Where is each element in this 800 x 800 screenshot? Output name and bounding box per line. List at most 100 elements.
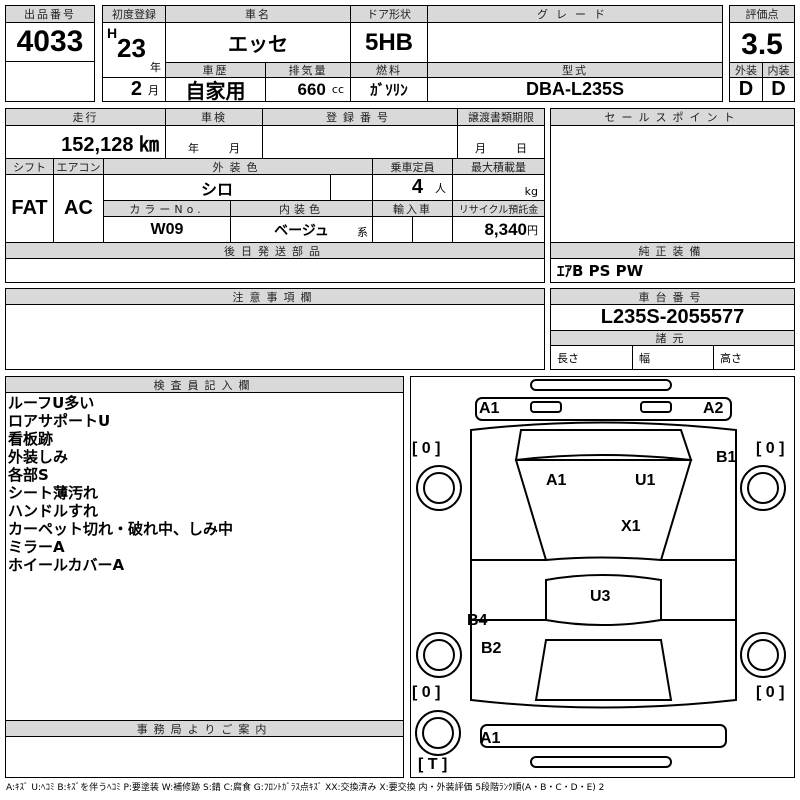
int-color-label: 内装色 xyxy=(230,200,373,217)
transfer-month-unit: 月 xyxy=(475,142,486,155)
inspector-label: 検査員記入欄 xyxy=(5,376,404,393)
car-outline xyxy=(415,379,786,768)
grade-value xyxy=(427,22,723,63)
int-score: D xyxy=(762,77,795,102)
length: 長さ xyxy=(550,345,633,370)
int-color-unit: 系 xyxy=(357,226,368,239)
car-name-label: 車名 xyxy=(165,5,351,23)
equipment-value: ｴｱB PS PW xyxy=(550,258,795,283)
ext-color-extra xyxy=(330,174,373,201)
door-type: 5HB xyxy=(350,22,428,63)
score-value: 3.5 xyxy=(729,22,795,63)
mark-tire-fl: [ 0 ] xyxy=(412,440,441,457)
ext-color-label: 外装色 xyxy=(103,158,373,175)
max-load-label: 最大積載量 xyxy=(452,158,545,175)
note-line: 看板跡 xyxy=(8,430,54,448)
fuel-value: ｶﾞｿﾘﾝ xyxy=(350,77,428,102)
inspection-value: 年月 xyxy=(165,125,263,159)
caution-label: 注意事項欄 xyxy=(5,288,545,305)
office-body xyxy=(5,736,404,778)
lot-number: 4033 xyxy=(5,22,95,62)
mark-rear-bumper: A1 xyxy=(480,730,501,747)
inspection-label: 車検 xyxy=(165,108,263,126)
year-unit: 年 xyxy=(150,61,161,74)
note-line: カーペット切れ・破れ中、しみ中 xyxy=(8,520,234,538)
first-reg-label: 初度登録 xyxy=(102,5,166,23)
chassis-label: 車台番号 xyxy=(550,288,795,305)
ext-score-label: 外装 xyxy=(729,62,763,78)
import-cell-1 xyxy=(372,216,413,243)
sales-point-label: セールスポイント xyxy=(550,108,795,126)
color-no-label: カラーNo. xyxy=(103,200,231,217)
spec-label: 諸元 xyxy=(550,330,795,346)
ext-color-value: シロ xyxy=(103,174,331,201)
capacity-value: 4 xyxy=(411,176,423,198)
history-value: 自家用 xyxy=(165,77,266,103)
damage-diagram xyxy=(410,376,795,778)
model-value: DBA-L235S xyxy=(427,77,723,102)
note-line: 外装しみ xyxy=(8,448,69,466)
inspector-notes: ルーフU多い ロアサポートU 看板跡 外装しみ 各部S シート薄汚れ ハンドルす… xyxy=(8,394,233,574)
mark-front-bumper: A1 xyxy=(479,400,500,417)
capacity-label: 乗車定員 xyxy=(372,158,453,175)
inspection-year-unit: 年 xyxy=(188,142,199,155)
caution-body xyxy=(5,304,545,370)
int-color-cell: ベージュ 系 xyxy=(230,216,373,243)
car-name: エッセ xyxy=(165,22,351,63)
mileage-label: 走行 xyxy=(5,108,166,126)
displacement-value: 660 xyxy=(297,79,326,99)
mark-left-rear-door: B4 xyxy=(467,612,488,629)
mark-hood-right: U1 xyxy=(635,472,656,489)
later-parts-label: 後日発送部品 xyxy=(5,242,545,259)
color-no-value: W09 xyxy=(103,216,231,243)
lot-label: 出品番号 xyxy=(5,5,95,23)
mileage-value: 152,128 ㎞ xyxy=(5,125,166,159)
mark-left-quarter: B2 xyxy=(481,640,502,657)
note-line: ロアサポートU xyxy=(8,412,111,430)
month-unit: 月 xyxy=(148,83,159,97)
shift-label: シフト xyxy=(5,158,54,175)
note-line: ハンドルすれ xyxy=(8,502,99,520)
displacement-label: 排気量 xyxy=(265,62,351,78)
legend: A:ｷｽﾞ U:ﾍｺﾐ B:ｷｽﾞを伴うﾍｺﾐ P:要塗装 W:補修跡 S:錆 … xyxy=(6,783,605,793)
fuel-label: 燃料 xyxy=(350,62,428,78)
mark-right-fender: B1 xyxy=(716,449,737,466)
displacement-cell: 660 cc xyxy=(265,77,351,102)
shift-value: FAT xyxy=(5,174,54,243)
office-label: 事務局よりご案内 xyxy=(5,720,404,737)
reg-year: 23 xyxy=(117,33,146,63)
ac-value: AC xyxy=(53,174,104,243)
note-line: シート薄汚れ xyxy=(8,484,99,502)
equipment-label: 純正装備 xyxy=(550,242,795,259)
inspection-month-unit: 月 xyxy=(229,142,240,155)
mark-hood-left: A1 xyxy=(546,472,567,489)
int-color-value: ベージュ xyxy=(274,222,329,239)
mark-roof: U3 xyxy=(590,588,611,605)
mark-spare-tire: [ T ] xyxy=(418,756,448,773)
import-label: 輸入車 xyxy=(372,200,453,217)
later-parts-value xyxy=(5,258,545,283)
recycle-label: リサイクル預託金 xyxy=(452,200,545,217)
lot-blank xyxy=(5,61,95,102)
ext-score: D xyxy=(729,77,763,102)
yen-unit: 円 xyxy=(527,223,538,237)
inspector-body xyxy=(5,392,404,721)
transfer-label: 譲渡書類期限 xyxy=(457,108,545,126)
capacity-unit: 人 xyxy=(435,181,446,195)
recycle-value: 8,340 xyxy=(484,219,527,239)
sales-point-body xyxy=(550,125,795,243)
note-line: 各部S xyxy=(8,466,49,484)
ac-label: エアコン xyxy=(53,158,104,175)
cc-unit: cc xyxy=(331,83,344,96)
height: 高さ xyxy=(713,345,795,370)
note-line: ホイールカバーA xyxy=(8,556,125,574)
max-load-value: kg xyxy=(452,174,545,201)
mark-windshield: X1 xyxy=(621,518,641,535)
note-line: ルーフU多い xyxy=(8,394,95,412)
grade-label: グレード xyxy=(427,5,723,23)
chassis-number: L235S-2055577 xyxy=(550,304,795,331)
mark-tire-rl: [ 0 ] xyxy=(412,684,441,701)
mark-tire-fr: [ 0 ] xyxy=(756,440,785,457)
